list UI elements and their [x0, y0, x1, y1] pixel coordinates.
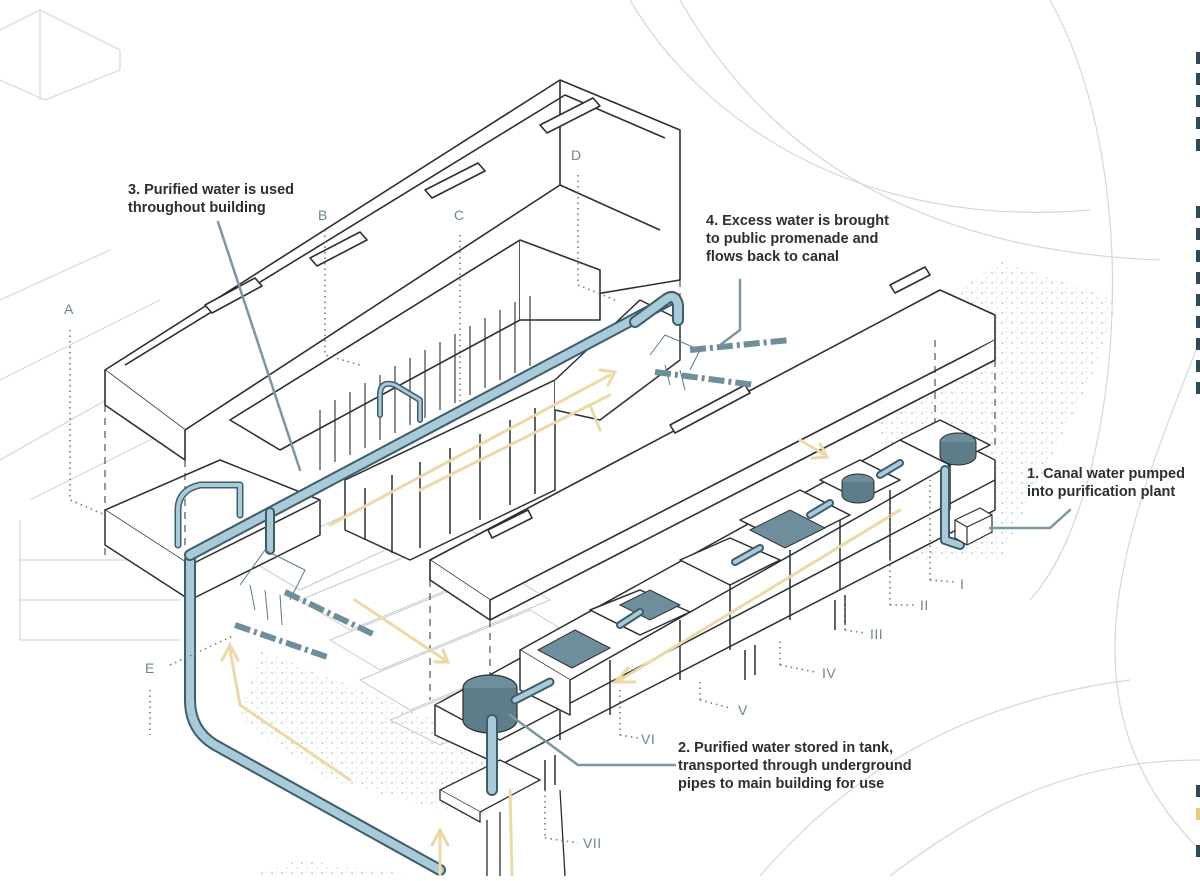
clipped-text-mark: [1196, 294, 1200, 306]
clipped-text-mark: [1196, 139, 1200, 151]
clipped-text-mark: [1196, 360, 1200, 372]
callout-step-2-line-3: pipes to main building for use: [678, 776, 885, 792]
callout-step-4-line-2: to public promenade and: [706, 231, 879, 247]
stage-label-v: V: [738, 702, 748, 718]
callout-step-3-line-2: throughout building: [128, 200, 266, 216]
callout-step-2: 2. Purified water stored in tank, transp…: [678, 739, 912, 793]
clipped-text-mark: [1196, 785, 1200, 797]
callout-step-1: 1. Canal water pumped into purification …: [1027, 465, 1185, 501]
callout-step-3-line-1: 3. Purified water is used: [128, 182, 294, 198]
dotted-leaders: [69, 175, 956, 844]
zone-label-c: C: [454, 207, 465, 223]
zone-label-a: A: [64, 301, 74, 317]
flow-arrows: [220, 368, 902, 878]
stage-label-vii: VII: [583, 835, 602, 851]
clipped-text-mark: [1196, 52, 1200, 64]
callout-step-2-line-1: 2. Purified water stored in tank,: [678, 740, 894, 756]
callout-step-1-line-2: into purification plant: [1027, 484, 1176, 500]
callout-step-1-line-1: 1. Canal water pumped: [1027, 466, 1185, 482]
water-outfalls: [239, 334, 701, 626]
drainage-channels: [234, 337, 791, 661]
storage-tank: [462, 432, 977, 734]
zone-label-b: B: [318, 207, 328, 223]
clipped-text-mark: [1196, 117, 1200, 129]
stage-label-iii: III: [870, 626, 884, 642]
clipped-text-mark: [1196, 250, 1200, 262]
clipped-text-mark: [1196, 316, 1200, 328]
stage-label-ii: II: [920, 597, 929, 613]
callout-leaders: [216, 220, 1072, 767]
clipped-text-mark: [1196, 228, 1200, 240]
callout-step-4: 4. Excess water is brought to public pro…: [706, 212, 889, 266]
callout-step-3: 3. Purified water is used throughout bui…: [128, 181, 294, 217]
callout-step-2-line-2: transported through underground: [678, 758, 912, 774]
stage-label-vi: VI: [641, 731, 656, 747]
water-pipes: [174, 291, 965, 876]
clipped-text-mark: [1196, 206, 1200, 218]
callout-step-4-line-1: 4. Excess water is brought: [706, 213, 889, 229]
stage-label-iv: IV: [822, 665, 837, 681]
main-building-front: [104, 299, 681, 601]
clipped-text-mark: [1196, 95, 1200, 107]
clipped-text-mark: [1196, 73, 1200, 85]
callout-step-4-line-3: flows back to canal: [706, 249, 839, 265]
main-building: [104, 79, 681, 461]
clipped-text-mark: [1196, 845, 1200, 857]
clipped-text-mark: [1196, 272, 1200, 284]
clipped-text-mark: [1196, 382, 1200, 394]
zone-label-d: D: [571, 147, 582, 163]
zone-label-e: E: [145, 660, 155, 676]
clipped-text-mark: [1196, 808, 1200, 820]
clipped-text-mark: [1196, 338, 1200, 350]
canal-pump: [954, 507, 993, 546]
purification-plant: [429, 266, 996, 621]
stage-label-i: I: [960, 576, 965, 592]
